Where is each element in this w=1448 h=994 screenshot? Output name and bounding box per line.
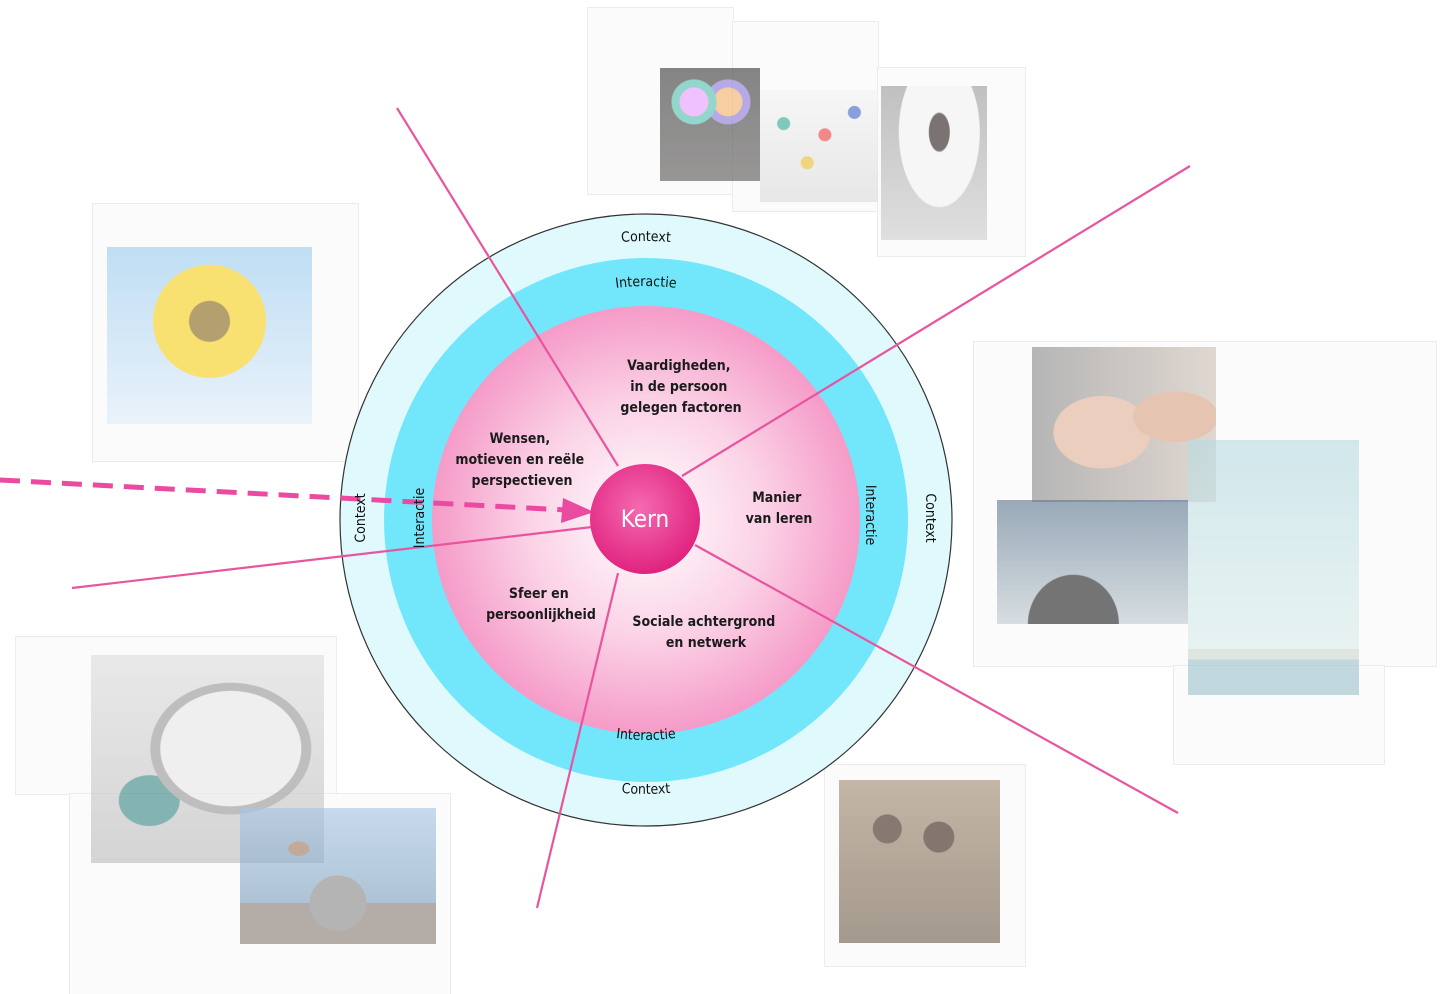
dashed-arrow-head — [561, 498, 594, 523]
dashed-arrow-line — [0, 477, 567, 513]
svg-text:Interactie: Interactie — [614, 274, 677, 292]
kern-core — [590, 464, 700, 574]
interactie-label-right: Interactie — [862, 485, 878, 546]
segment-sfeer: Sfeer en persoonlijkheid — [486, 586, 596, 623]
context-label-top: Context — [621, 229, 672, 246]
segment-vaardigheden: Vaardigheden, in de persoon gelegen fact… — [620, 358, 741, 416]
high-diver-photo — [1188, 440, 1359, 695]
spoke-top-left — [396, 107, 619, 467]
kern-label: Kern — [621, 505, 669, 533]
svg-text:Interactie: Interactie — [615, 726, 676, 744]
interactie-label-bottom: Interactie — [615, 726, 676, 744]
balancing-stones-photo — [240, 808, 436, 944]
veiled-woman-photo — [881, 86, 987, 240]
segment-manier: Manier van leren — [746, 490, 813, 527]
sunflower-photo — [107, 247, 312, 424]
crowd-surf-photo — [997, 500, 1188, 624]
network-pins-photo — [760, 90, 878, 202]
context-label-right: Context — [922, 493, 938, 542]
spoke-right-down — [694, 544, 1179, 814]
segment-wensen: Wensen, motieven en reële perspectieven — [455, 431, 588, 489]
segment-sociale: Sociale achtergrond en netwerk — [632, 614, 779, 651]
svg-text:Context: Context — [621, 781, 671, 798]
ear-listening-photo — [1032, 347, 1216, 502]
interactie-label-left: Interactie — [412, 488, 428, 549]
eye-art-photo — [660, 68, 760, 181]
interactie-label-top: Interactie — [614, 274, 677, 292]
spoke-right-up — [681, 165, 1191, 477]
spoke-bottom — [535, 572, 620, 909]
family-photo — [839, 780, 1000, 943]
spoke-left — [71, 525, 593, 590]
context-label-left: Context — [353, 493, 369, 542]
svg-text:Context: Context — [621, 229, 672, 246]
context-label-bottom: Context — [621, 781, 671, 798]
